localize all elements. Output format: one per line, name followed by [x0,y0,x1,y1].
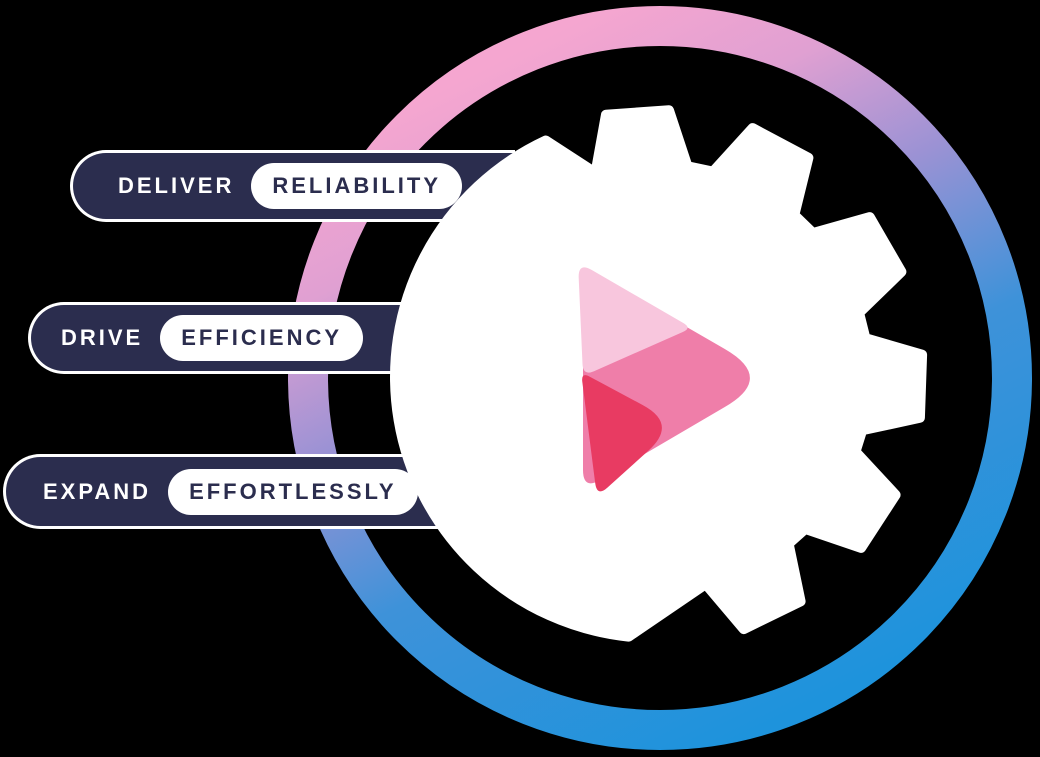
badge-deliver-quality-chip: RELIABILITY [251,163,463,209]
badge-drive-action-label: DRIVE [61,325,144,350]
play-logo-dark-triangle [582,375,662,492]
badge-deliver: DELIVER RELIABILITY [70,150,515,222]
play-logo-light-triangle [578,267,688,373]
badge-drive: DRIVE EFFICIENCY [28,302,440,374]
badge-expand: EXPAND EFFORTLESSLY [3,454,455,529]
badge-expand-quality-chip: EFFORTLESSLY [168,468,418,515]
badge-drive-quality-chip: EFFICIENCY [160,315,364,361]
badge-expand-action-label: EXPAND [43,478,152,504]
badge-deliver-action-label: DELIVER [118,173,235,198]
gradient-ring [288,6,1032,750]
